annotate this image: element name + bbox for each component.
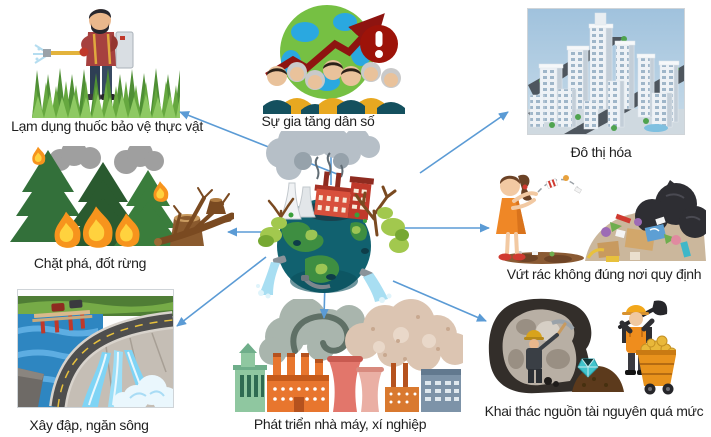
factories-smoke-icon [233,299,463,412]
label-littering: Vứt rác không đúng nơi quy định [506,266,702,282]
population-growth-icon [263,2,405,114]
arrow-to-resource-overexploitation [392,280,487,322]
label-population-growth: Sự gia tăng dân số [261,113,375,129]
label-resource-overexploitation: Khai thác nguồn tài nguyên quá mức [484,403,704,419]
city-buildings-icon [527,8,685,135]
label-deforestation: Chặt phá, đốt rừng [33,255,147,271]
girl-littering-icon [480,166,706,265]
polluted-earth-factory-icon [253,131,438,303]
farmer-spraying-pesticide-icon [32,2,180,118]
label-urbanization: Đô thị hóa [570,144,632,160]
arrow-to-urbanization [419,111,509,174]
arrow-to-dam-building [176,256,267,327]
burning-forest-icon [8,146,234,253]
mining-icon [486,297,676,395]
hydro-dam-icon [17,289,174,408]
label-factory-development: Phát triển nhà máy, xí nghiệp [253,416,427,432]
label-pesticide-abuse: Lạm dụng thuốc bảo vệ thực vật [11,118,203,134]
label-dam-building: Xây đập, ngăn sông [29,417,149,433]
